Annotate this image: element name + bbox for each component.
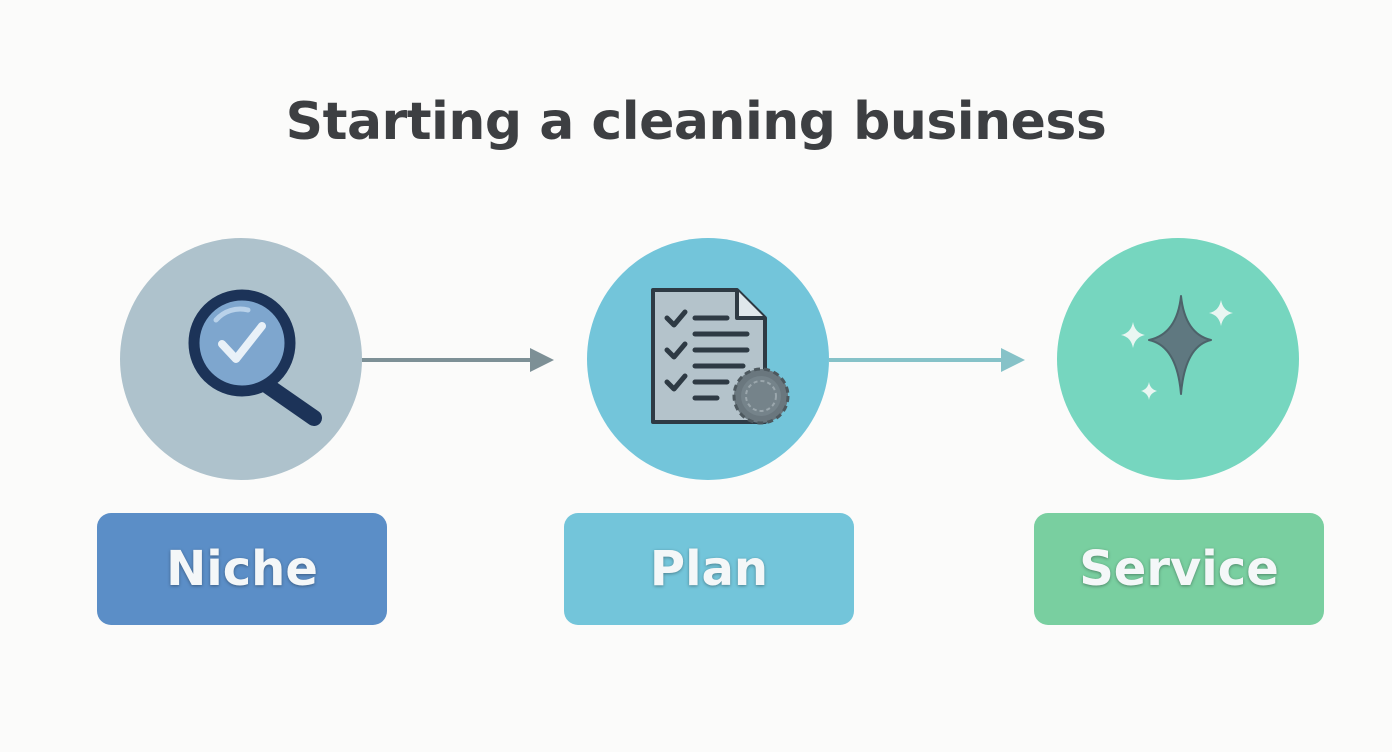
step-label-plan: Plan [564,513,854,625]
magnifier-check-icon [188,289,322,426]
step-label-service: Service [1034,513,1324,625]
checklist-document-gear-icon [651,288,790,425]
arrow-niche-to-plan [362,348,554,372]
step-label-niche: Niche [97,513,387,625]
arrow-plan-to-service [829,348,1025,372]
step-service-circle [1057,238,1299,480]
step-niche-circle [120,238,362,480]
step-plan-circle [587,238,829,480]
sparkle-icon [1121,295,1233,400]
diagram-title: Starting a cleaning business [285,92,1107,152]
